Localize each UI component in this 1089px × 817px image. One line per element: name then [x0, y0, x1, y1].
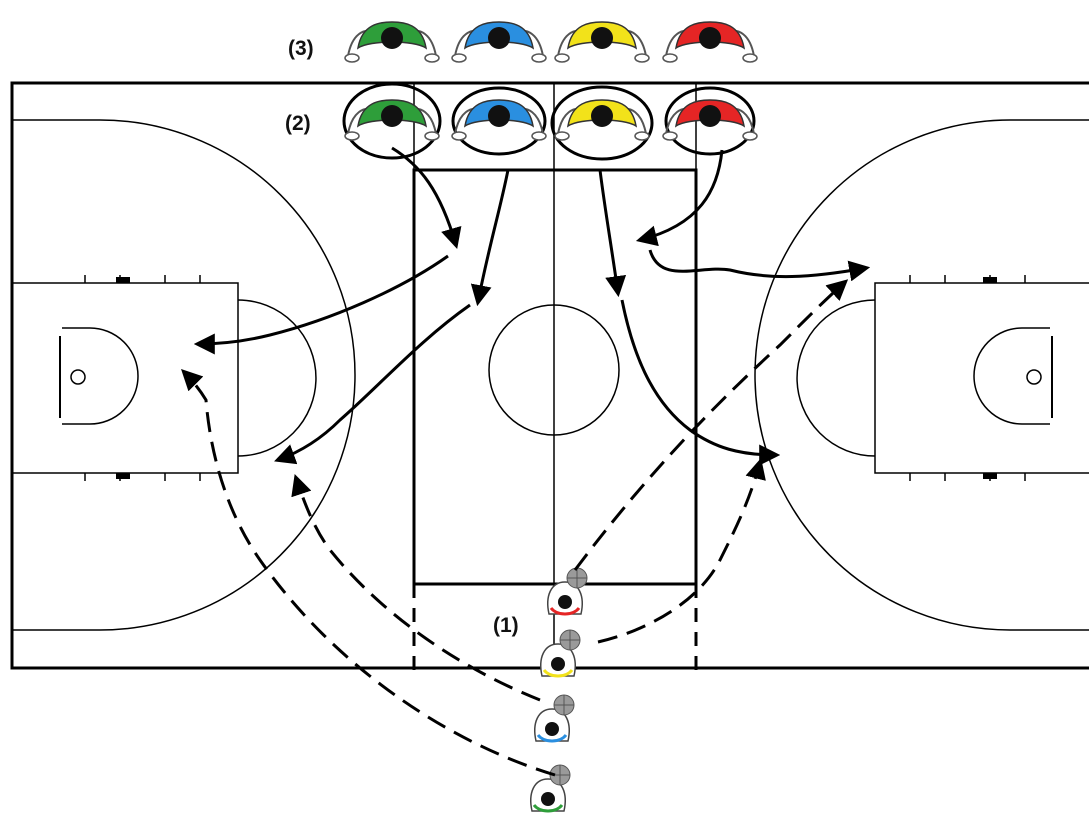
cut-path-red-2 — [648, 249, 871, 282]
player-top-view-icon — [530, 764, 571, 813]
cut-path-green-2 — [193, 254, 449, 355]
player-top-view-icon — [451, 21, 547, 63]
pass-path-yellow — [597, 457, 766, 644]
left-lane-marks — [84, 275, 201, 481]
player-top-view-icon — [344, 21, 440, 63]
cut-path-green-1 — [391, 146, 462, 250]
player-circle — [451, 86, 547, 156]
group-1-label: (1) — [493, 614, 519, 637]
player-group-2 — [342, 82, 756, 161]
pass-paths — [181, 279, 849, 777]
pass-path-blue — [291, 474, 541, 702]
basketball-court — [10, 81, 1089, 670]
cut-path-blue-1 — [470, 169, 510, 307]
left-three-point-arc — [12, 119, 356, 631]
center-circle — [488, 304, 620, 436]
left-key — [11, 282, 239, 474]
right-restricted-arc — [973, 327, 1050, 425]
group-2-label: (2) — [285, 112, 311, 135]
player-top-view-icon — [554, 21, 650, 63]
left-free-throw-arc — [237, 299, 317, 457]
cut-path-blue-2 — [274, 303, 471, 465]
right-free-throw-arc — [796, 299, 876, 457]
right-three-point-arc — [754, 119, 1089, 631]
player-top-view-icon — [547, 567, 588, 616]
right-key — [874, 282, 1089, 474]
group-3-label: (3) — [288, 37, 314, 60]
cut-path-red-1 — [635, 149, 724, 247]
player-group-1 — [530, 567, 588, 813]
left-hoop — [70, 369, 86, 385]
player-circle — [664, 86, 756, 156]
cut-path-yellow-2 — [620, 299, 781, 466]
player-top-view-icon — [534, 694, 575, 743]
player-circle — [550, 85, 654, 161]
player-top-view-icon — [451, 99, 547, 141]
player-top-view-icon — [540, 629, 581, 678]
player-top-view-icon — [662, 21, 758, 63]
right-lane-marks — [909, 275, 1026, 481]
drill-zone-rectangle — [412, 168, 698, 586]
basketball-icon — [559, 629, 581, 651]
player-group-2-icons — [344, 99, 758, 141]
cut-path-yellow-1 — [598, 169, 627, 298]
basketball-icon — [566, 567, 588, 589]
cut-paths — [193, 146, 871, 466]
player-top-view-icon — [554, 99, 650, 141]
left-restricted-arc — [62, 327, 139, 425]
pass-path-green — [181, 369, 556, 777]
player-circle — [342, 82, 442, 160]
basketball-icon — [553, 694, 575, 716]
right-hoop — [1026, 369, 1042, 385]
player-group-3 — [344, 21, 758, 63]
player-top-view-icon — [344, 99, 440, 141]
player-top-view-icon — [662, 99, 758, 141]
